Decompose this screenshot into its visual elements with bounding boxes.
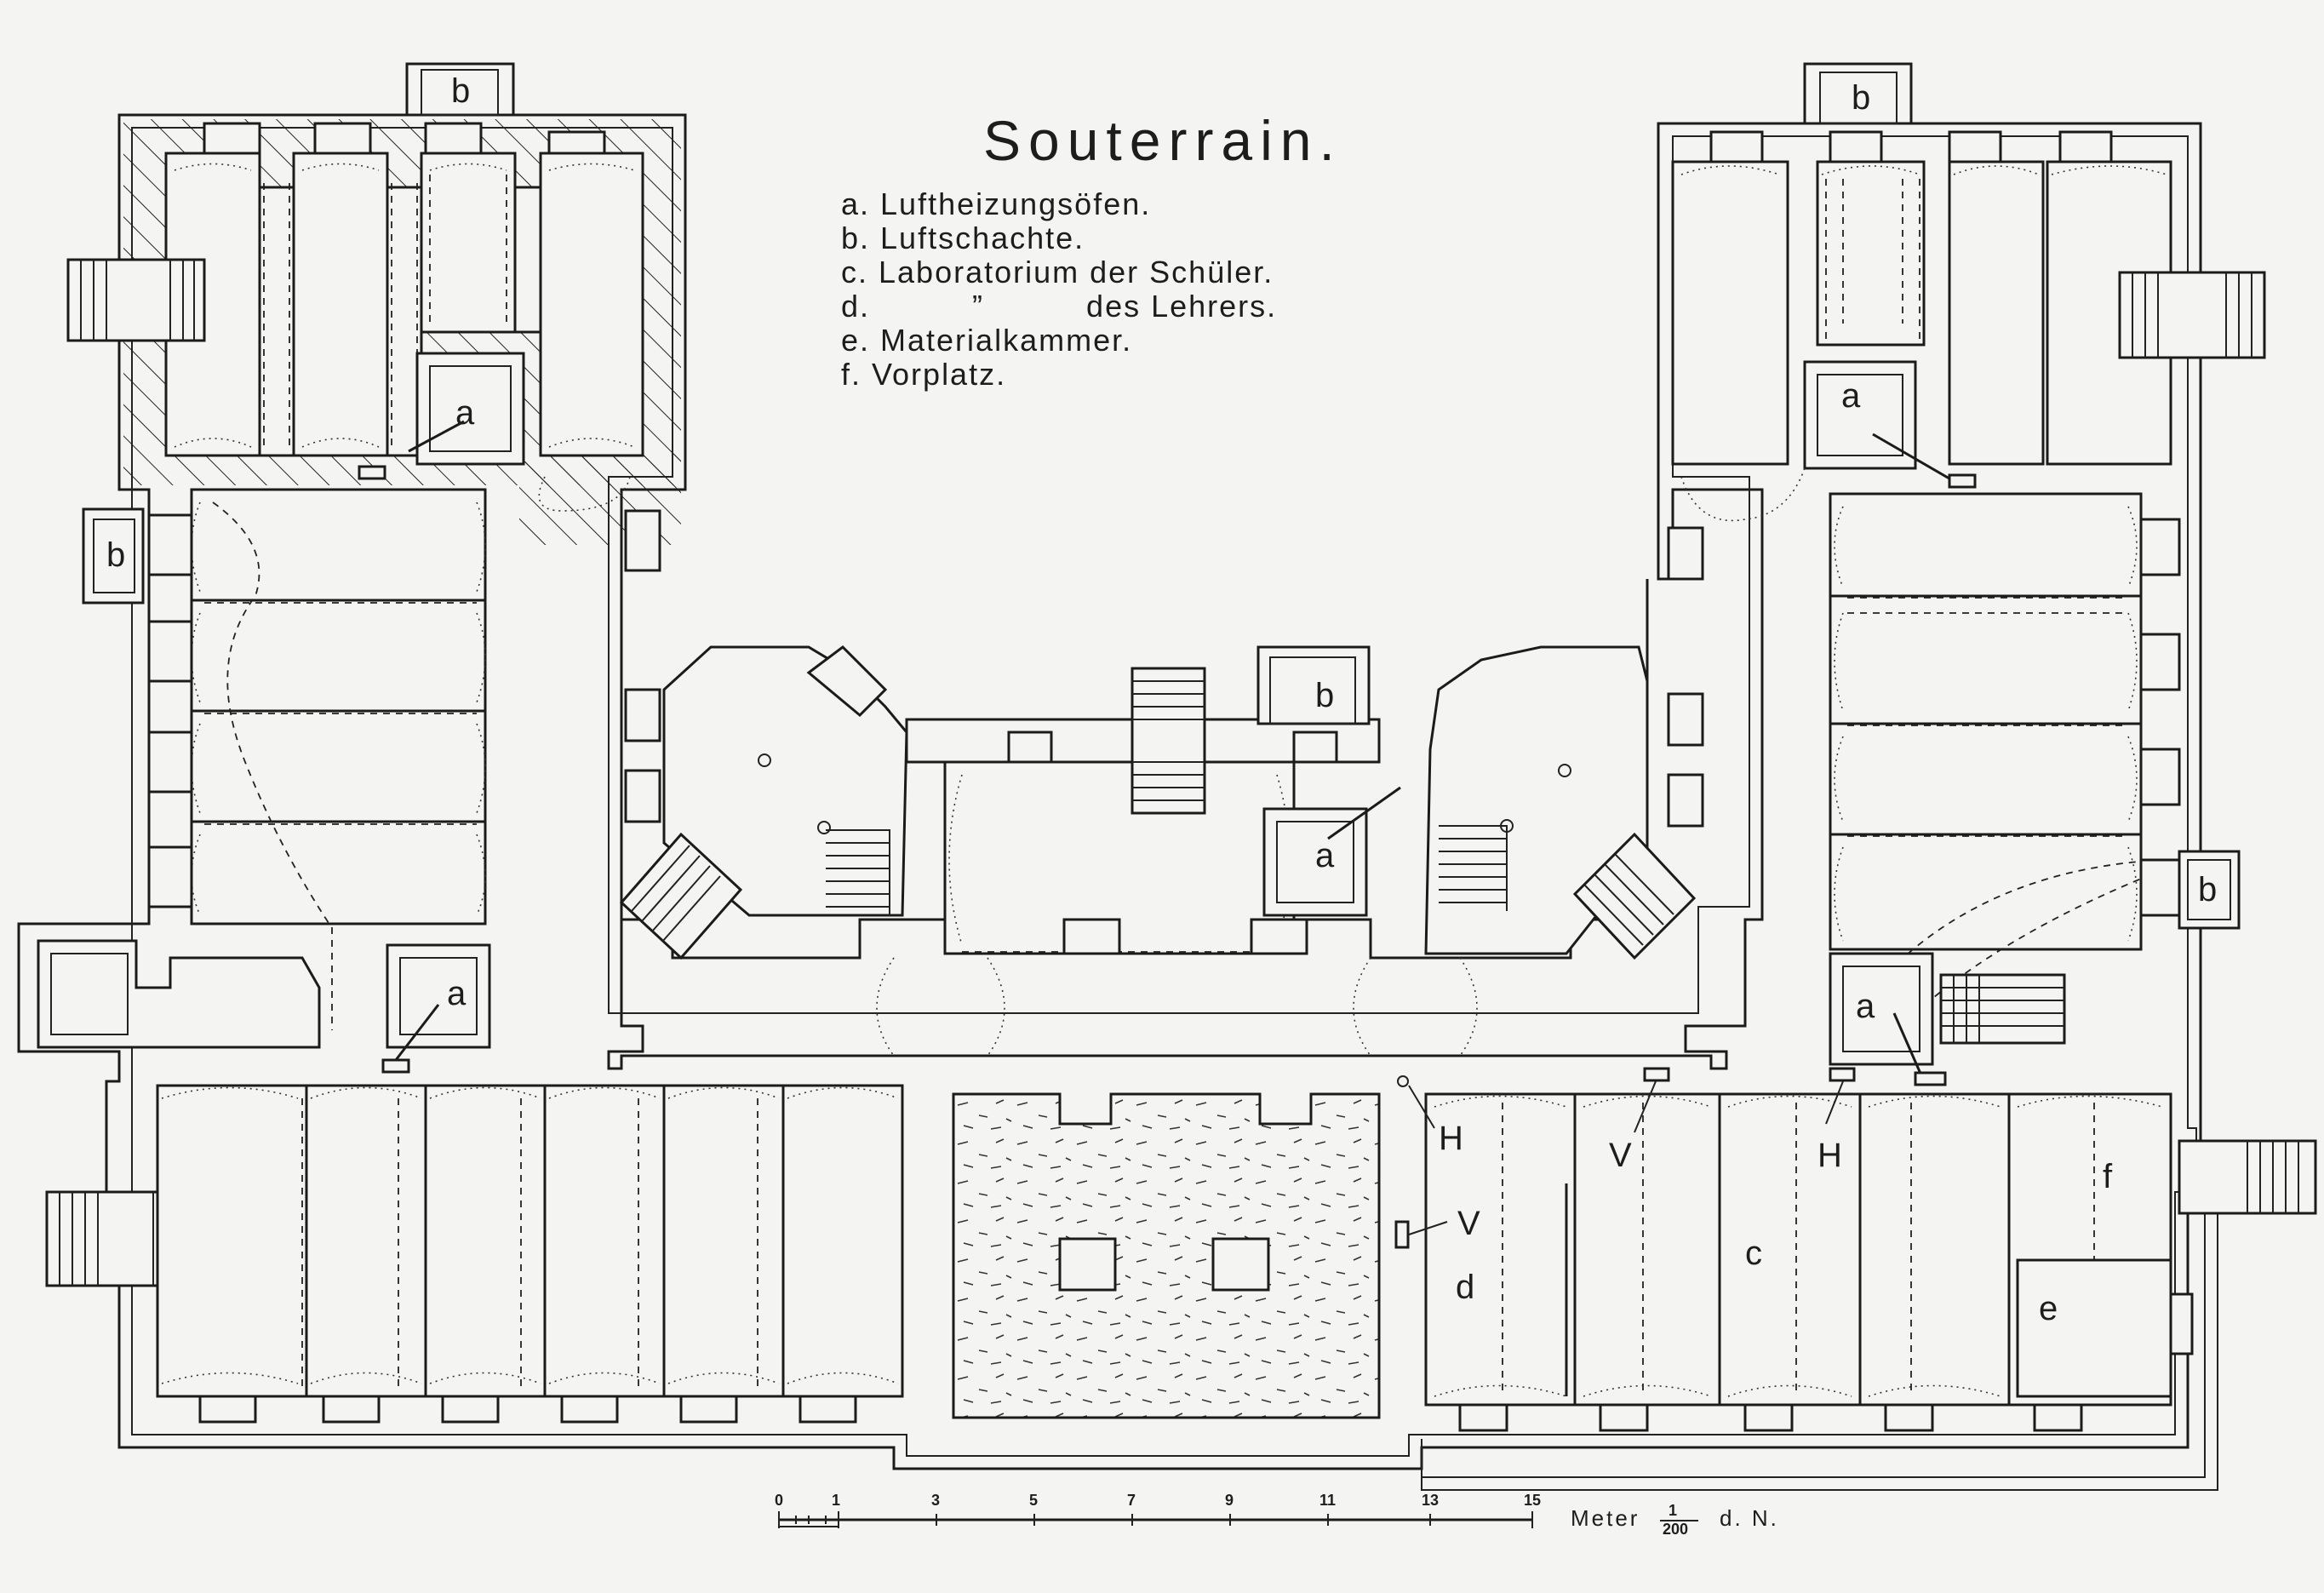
courtyard xyxy=(952,1092,1381,1419)
scale-ratio-denominator: 200 xyxy=(1663,1521,1688,1538)
legend-item-c: c. Laboratorium der Schüler. xyxy=(841,255,1274,289)
legend-item-b: b. Luftschachte. xyxy=(841,221,1085,255)
scale-ratio-numerator: 1 xyxy=(1669,1502,1677,1519)
west-wing-rooms xyxy=(190,488,487,1030)
south-terrace-line xyxy=(1421,1209,2218,1491)
legend: a. Luftheizungsöfen. b. Luftschachte. c.… xyxy=(841,186,1277,392)
nw-vault-rooms xyxy=(164,122,644,457)
label-b-east: b xyxy=(2198,871,2217,908)
laboratory-rooms xyxy=(1424,1092,2172,1407)
label-b-top-left: b xyxy=(451,72,470,110)
stair-east-entrance xyxy=(2178,1139,2317,1215)
furnace-a-sw xyxy=(386,943,491,1049)
shaft-b-east xyxy=(2178,850,2241,930)
label-h-east: H xyxy=(1817,1137,1842,1174)
scale-tick-1: 1 xyxy=(832,1492,840,1509)
furnace-a-nw xyxy=(415,352,525,466)
west-corridor-windows xyxy=(624,509,1704,828)
label-a-sw: a xyxy=(447,975,467,1012)
south-west-rooms xyxy=(156,1084,904,1398)
building-outline xyxy=(17,113,2211,1470)
central-hall xyxy=(905,718,1381,955)
scale-tick-0: 0 xyxy=(775,1492,783,1509)
label-a-ne: a xyxy=(1841,377,1861,415)
scale-unit: Meter xyxy=(1571,1505,1640,1531)
label-a-se: a xyxy=(1856,988,1875,1025)
east-wing-rooms xyxy=(1829,492,2163,1014)
scale-tick-15: 15 xyxy=(1524,1492,1541,1509)
stair-west-upper xyxy=(66,258,206,342)
west-window-bays xyxy=(147,513,193,908)
scale-tick-13: 13 xyxy=(1422,1492,1439,1509)
courtyard-pier-left xyxy=(1058,1237,1117,1292)
label-h-west: H xyxy=(1439,1120,1463,1157)
label-v-west: V xyxy=(1457,1205,1480,1242)
se-window-bays xyxy=(1458,1292,2194,1432)
label-b-west: b xyxy=(106,536,125,574)
west-octagon-room xyxy=(619,645,908,960)
scale-tick-9: 9 xyxy=(1225,1492,1234,1509)
scale-tick-3: 3 xyxy=(931,1492,940,1509)
furnace-a-se xyxy=(1829,952,1934,1066)
scale-bar: 0 1 3 5 7 9 11 13 15 Meter 1 200 d. N. xyxy=(775,1492,1779,1538)
sw-corner-block xyxy=(37,939,321,1049)
label-v-north: V xyxy=(1609,1137,1632,1174)
building-inner-outline xyxy=(131,127,2197,1457)
east-octagon-room xyxy=(1424,645,1697,960)
stair-central xyxy=(1131,667,1206,815)
shaft-b-center xyxy=(1256,645,1371,725)
legend-item-f: f. Vorplatz. xyxy=(841,357,1006,392)
label-c: c xyxy=(1745,1235,1762,1272)
sw-window-bays xyxy=(198,1395,857,1424)
shaft-b-top-left xyxy=(405,62,515,117)
label-e: e xyxy=(2039,1290,2058,1327)
ne-vault-rooms xyxy=(1671,130,2172,466)
label-b-top-right: b xyxy=(1852,79,1870,117)
ventilation-markers xyxy=(1394,1067,1856,1249)
scale-tick-11: 11 xyxy=(1319,1492,1336,1509)
legend-item-a: a. Luftheizungsöfen. xyxy=(841,186,1151,221)
label-f: f xyxy=(2103,1158,2113,1195)
furnace-a-ne xyxy=(1803,360,1917,470)
stair-east-lower xyxy=(1939,973,2066,1045)
label-b-center: b xyxy=(1315,677,1334,714)
plan-title: Souterrain. xyxy=(983,109,1342,172)
legend-item-e: e. Materialkammer. xyxy=(841,323,1132,358)
label-a-nw: a xyxy=(455,394,475,432)
furnace-a-center xyxy=(1262,807,1368,917)
legend-item-d: d. ” des Lehrers. xyxy=(841,289,1277,324)
east-window-bays xyxy=(2139,518,2181,917)
label-d: d xyxy=(1456,1269,1474,1306)
courtyard-pier-right xyxy=(1211,1237,1270,1292)
label-a-center: a xyxy=(1315,837,1335,874)
stair-east-upper xyxy=(2118,271,2266,359)
scale-suffix: d. N. xyxy=(1720,1505,1779,1531)
scale-tick-7: 7 xyxy=(1127,1492,1136,1509)
scale-tick-5: 5 xyxy=(1029,1492,1038,1509)
